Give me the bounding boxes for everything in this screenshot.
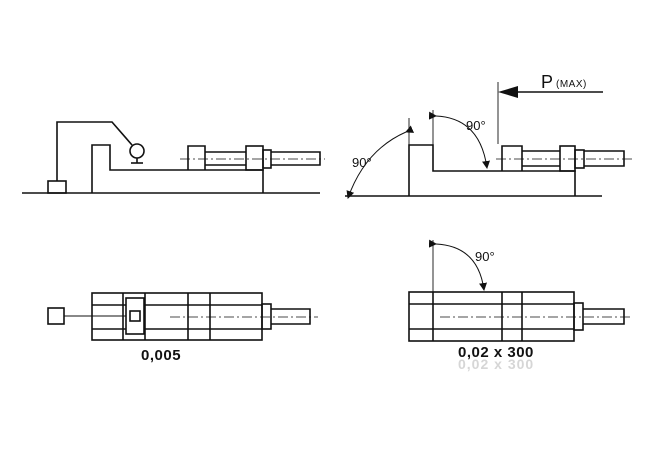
vise-moving-jaw	[187, 145, 206, 170]
vise-screw-housing-right	[559, 145, 576, 172]
angle-label-left: 90°	[352, 155, 372, 170]
force-arrow-icon	[498, 86, 518, 98]
screw-shaft-top	[271, 308, 311, 325]
indicator-base-block	[47, 180, 67, 194]
screw-shaft-top-right	[583, 308, 625, 325]
angle-arc-bottom	[428, 239, 488, 291]
vise-body	[91, 144, 264, 193]
vise-moving-jaw-right	[501, 145, 523, 171]
view-top-left	[47, 292, 311, 341]
vise-body-right	[408, 144, 576, 196]
view-side-indicator	[22, 121, 321, 194]
view-top-right	[408, 291, 625, 342]
collar-top	[261, 303, 272, 330]
angle-arc-left	[346, 125, 415, 199]
angle-label-right: 90°	[466, 118, 486, 133]
angle-arc-right	[428, 111, 490, 169]
force-note: (MAX)	[556, 79, 587, 90]
force-label: P	[541, 72, 553, 92]
dial-gauge-top	[125, 297, 145, 335]
vise-screw-shaft	[271, 151, 321, 166]
tolerance-right-ghost: 0,02 x 300	[458, 356, 534, 372]
angle-label-bottom: 90°	[475, 249, 495, 264]
indicator-stand	[56, 121, 133, 181]
vise-screw-housing	[245, 145, 264, 171]
indicator-square	[47, 307, 65, 325]
view-side-squareness	[345, 144, 625, 197]
dial-gauge-icon	[129, 143, 145, 159]
tolerance-left: 0,005	[141, 347, 181, 364]
tolerance-right: 0,02 x 300	[458, 344, 534, 361]
collar-top-right	[573, 302, 584, 331]
vise-screw-shaft-right	[584, 150, 625, 167]
dial-contact-top	[129, 310, 141, 322]
